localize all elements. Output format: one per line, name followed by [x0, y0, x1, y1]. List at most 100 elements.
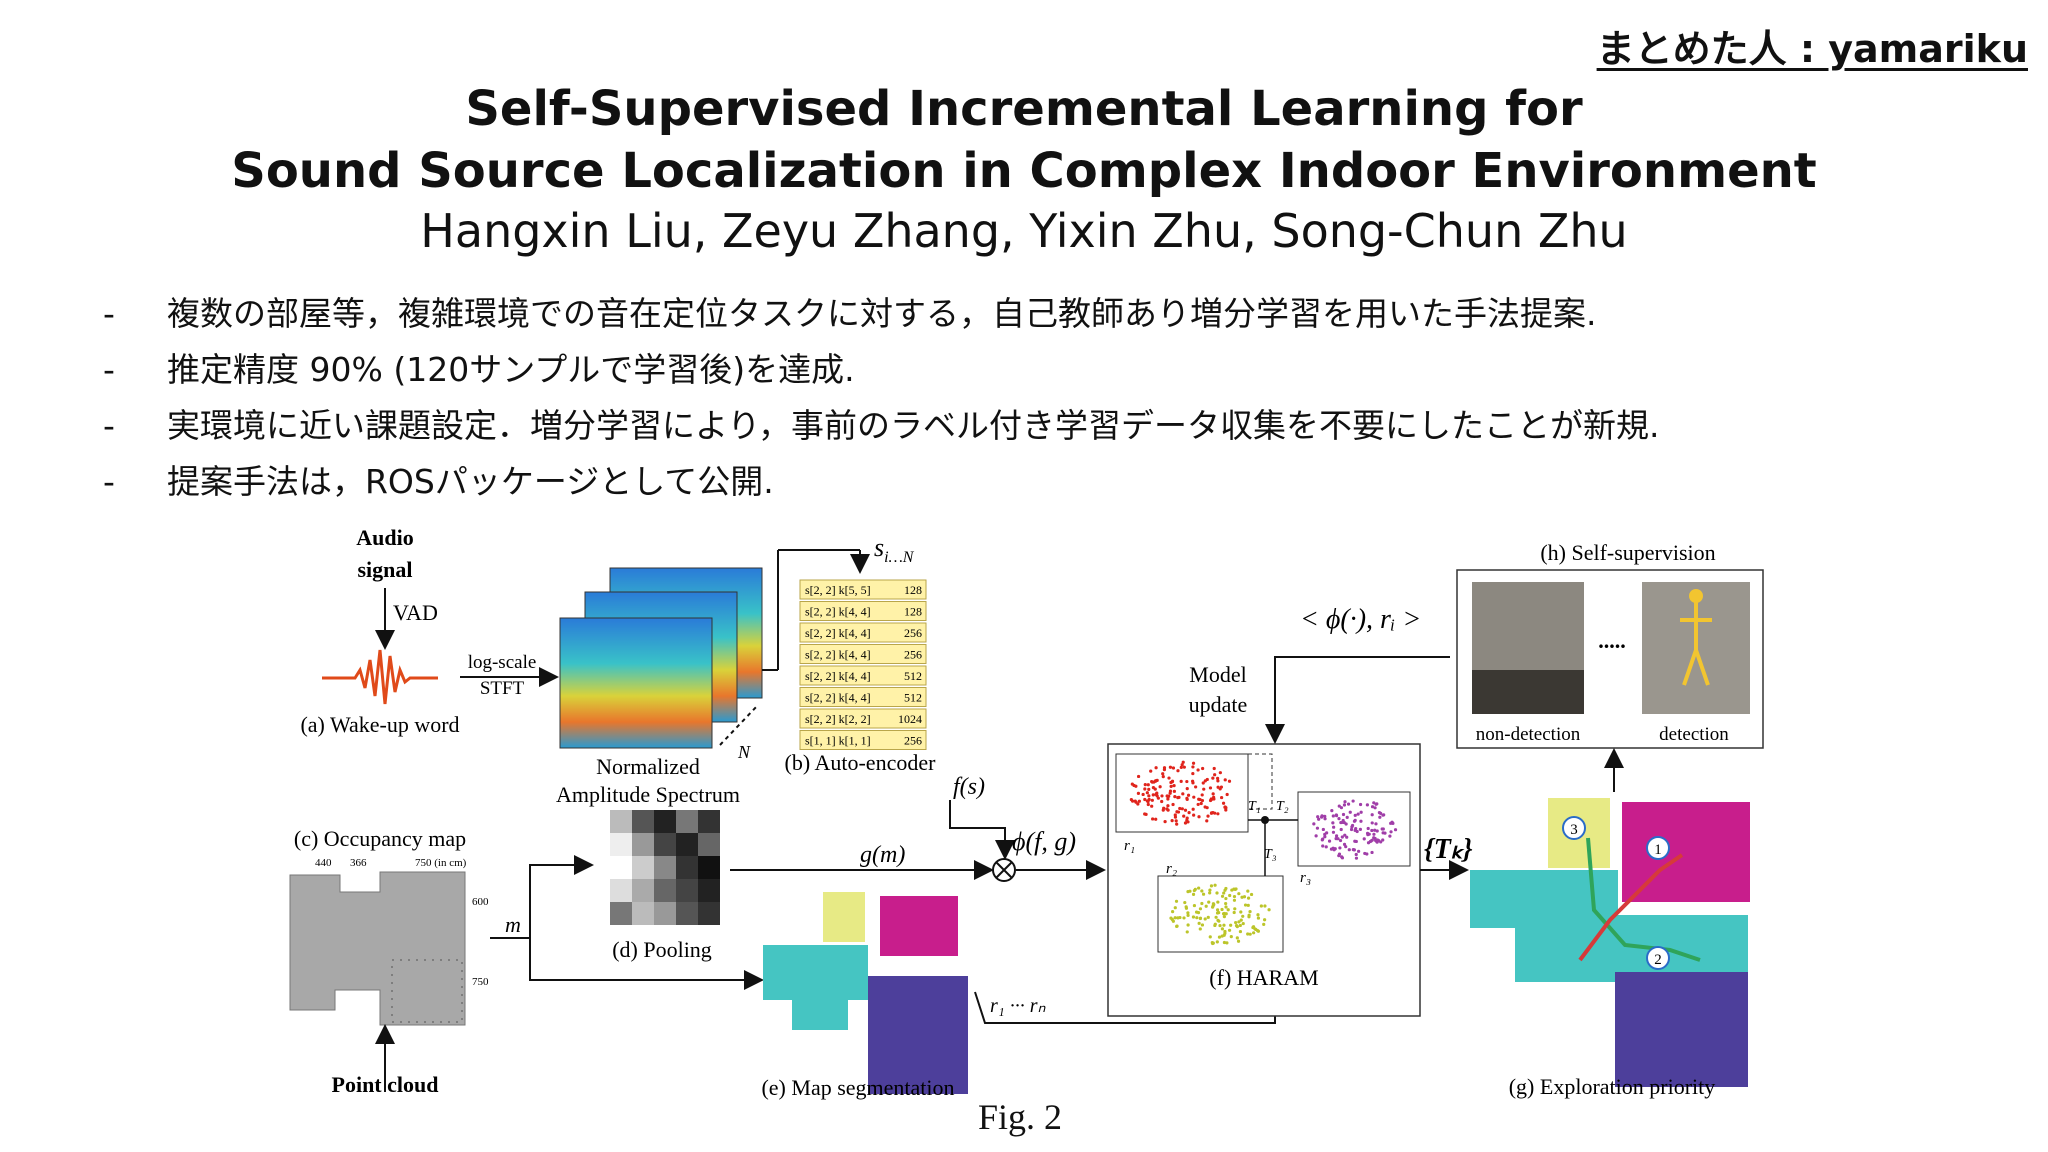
point-cloud-label: Point cloud: [332, 1072, 439, 1097]
bullet-marker: -: [103, 406, 115, 445]
cluster-point: [1129, 797, 1133, 802]
cluster-point: [1312, 822, 1316, 826]
cluster-point: [1216, 812, 1220, 816]
cluster-point: [1200, 901, 1204, 906]
pool-cell: [632, 902, 654, 925]
pool-cell: [654, 833, 676, 856]
cluster-point: [1248, 932, 1252, 936]
cluster-point: [1216, 900, 1220, 904]
cluster-point: [1201, 892, 1206, 896]
model-update-label-2: update: [1189, 692, 1248, 717]
pool-cell: [698, 833, 720, 856]
cluster-point: [1209, 797, 1213, 801]
cluster-point: [1160, 794, 1164, 798]
cluster-point: [1228, 893, 1232, 898]
cluster-point: [1226, 908, 1230, 912]
cluster-point: [1180, 763, 1184, 767]
gm-label: g(m): [860, 842, 905, 868]
pool-cell: [676, 810, 698, 833]
cluster-point: [1198, 916, 1202, 921]
pipeline-figure: Audio signal VAD (a) Wake-up word log-sc…: [289, 525, 1764, 1100]
cluster-point: [1199, 801, 1203, 806]
cluster-point: [1225, 941, 1229, 945]
cluster-point: [1232, 894, 1237, 899]
cluster-point: [1192, 795, 1196, 799]
cluster-point: [1171, 766, 1176, 770]
cluster-point: [1194, 785, 1198, 789]
cluster-point: [1358, 802, 1363, 807]
tk-label: {Tₖ}: [1424, 834, 1473, 865]
ae-layer-row: [799, 730, 927, 750]
cluster-point: [1323, 817, 1327, 821]
non-detection-label: non-detection: [1476, 724, 1581, 745]
occupancy-map-panel: (c) Occupancy map 440 366 750 (in cm) 60…: [289, 826, 764, 1097]
cluster-point: [1262, 922, 1266, 926]
cluster-point: [1220, 927, 1224, 931]
cluster-point: [1229, 923, 1233, 927]
occ-dim: 750: [472, 976, 489, 988]
cluster-point: [1323, 814, 1327, 818]
pool-cell: [676, 833, 698, 856]
cluster-point: [1145, 791, 1149, 795]
cluster-point: [1365, 831, 1370, 835]
s-label: si…N: [874, 533, 915, 566]
occ-dim: 366: [350, 857, 367, 869]
cluster-point: [1211, 941, 1215, 946]
cluster-point: [1192, 903, 1197, 908]
cluster-point: [1198, 927, 1202, 931]
cluster-point: [1143, 797, 1147, 802]
cluster-point: [1173, 906, 1177, 910]
cluster-point: [1187, 810, 1191, 815]
wake-up-word-caption: (a) Wake-up word: [300, 712, 459, 737]
occ-dim: 600: [472, 896, 489, 908]
cluster-point: [1165, 807, 1169, 811]
cluster-point: [1324, 845, 1328, 849]
cluster-point: [1188, 889, 1192, 893]
normalized-label-2: Amplitude Spectrum: [556, 782, 740, 807]
cluster-point: [1354, 827, 1358, 831]
cluster-point: [1234, 923, 1239, 928]
cluster-point: [1246, 903, 1250, 907]
waveform: [322, 649, 438, 705]
cluster-point: [1229, 935, 1233, 939]
pool-cell: [654, 902, 676, 925]
cluster-point: [1233, 887, 1237, 891]
cluster-point: [1170, 779, 1175, 783]
cluster-point: [1208, 888, 1212, 892]
cluster-point: [1208, 786, 1213, 790]
cluster-point: [1340, 835, 1344, 839]
cluster-point: [1181, 760, 1185, 764]
cluster-point: [1174, 899, 1179, 903]
cluster-point: [1370, 805, 1375, 809]
cluster-point: [1232, 898, 1237, 902]
cluster-point: [1256, 916, 1261, 920]
cluster-point: [1222, 891, 1226, 895]
cluster-point: [1186, 793, 1191, 797]
ae-layer-row: [799, 665, 927, 686]
ae-layer-spec: s[2, 2] k[4, 4]: [805, 669, 871, 683]
cluster-point: [1321, 844, 1325, 848]
cluster-point: [1204, 904, 1208, 908]
cluster-point: [1235, 936, 1239, 940]
cluster-point: [1183, 900, 1187, 905]
cluster-point: [1215, 940, 1219, 944]
cluster-point: [1347, 848, 1351, 852]
cluster-point: [1196, 802, 1200, 807]
bullet-marker: -: [103, 350, 115, 389]
cluster-point: [1334, 813, 1338, 817]
cluster-point: [1197, 797, 1201, 801]
exploration-priority-caption: (g) Exploration priority: [1509, 1074, 1716, 1099]
cluster-point: [1331, 830, 1336, 834]
cluster-point: [1173, 916, 1177, 920]
occupancy-map-caption: (c) Occupancy map: [294, 826, 466, 851]
cluster-label: T₂: [1276, 799, 1289, 814]
cluster-point: [1182, 814, 1186, 818]
cluster-point: [1320, 838, 1324, 842]
cluster-point: [1209, 884, 1214, 888]
cluster-point: [1166, 797, 1170, 801]
pooling-caption: (d) Pooling: [612, 937, 712, 962]
cluster-point: [1230, 888, 1234, 892]
cluster-point: [1144, 812, 1148, 816]
cluster-point: [1185, 796, 1189, 800]
cluster-point: [1213, 773, 1217, 777]
